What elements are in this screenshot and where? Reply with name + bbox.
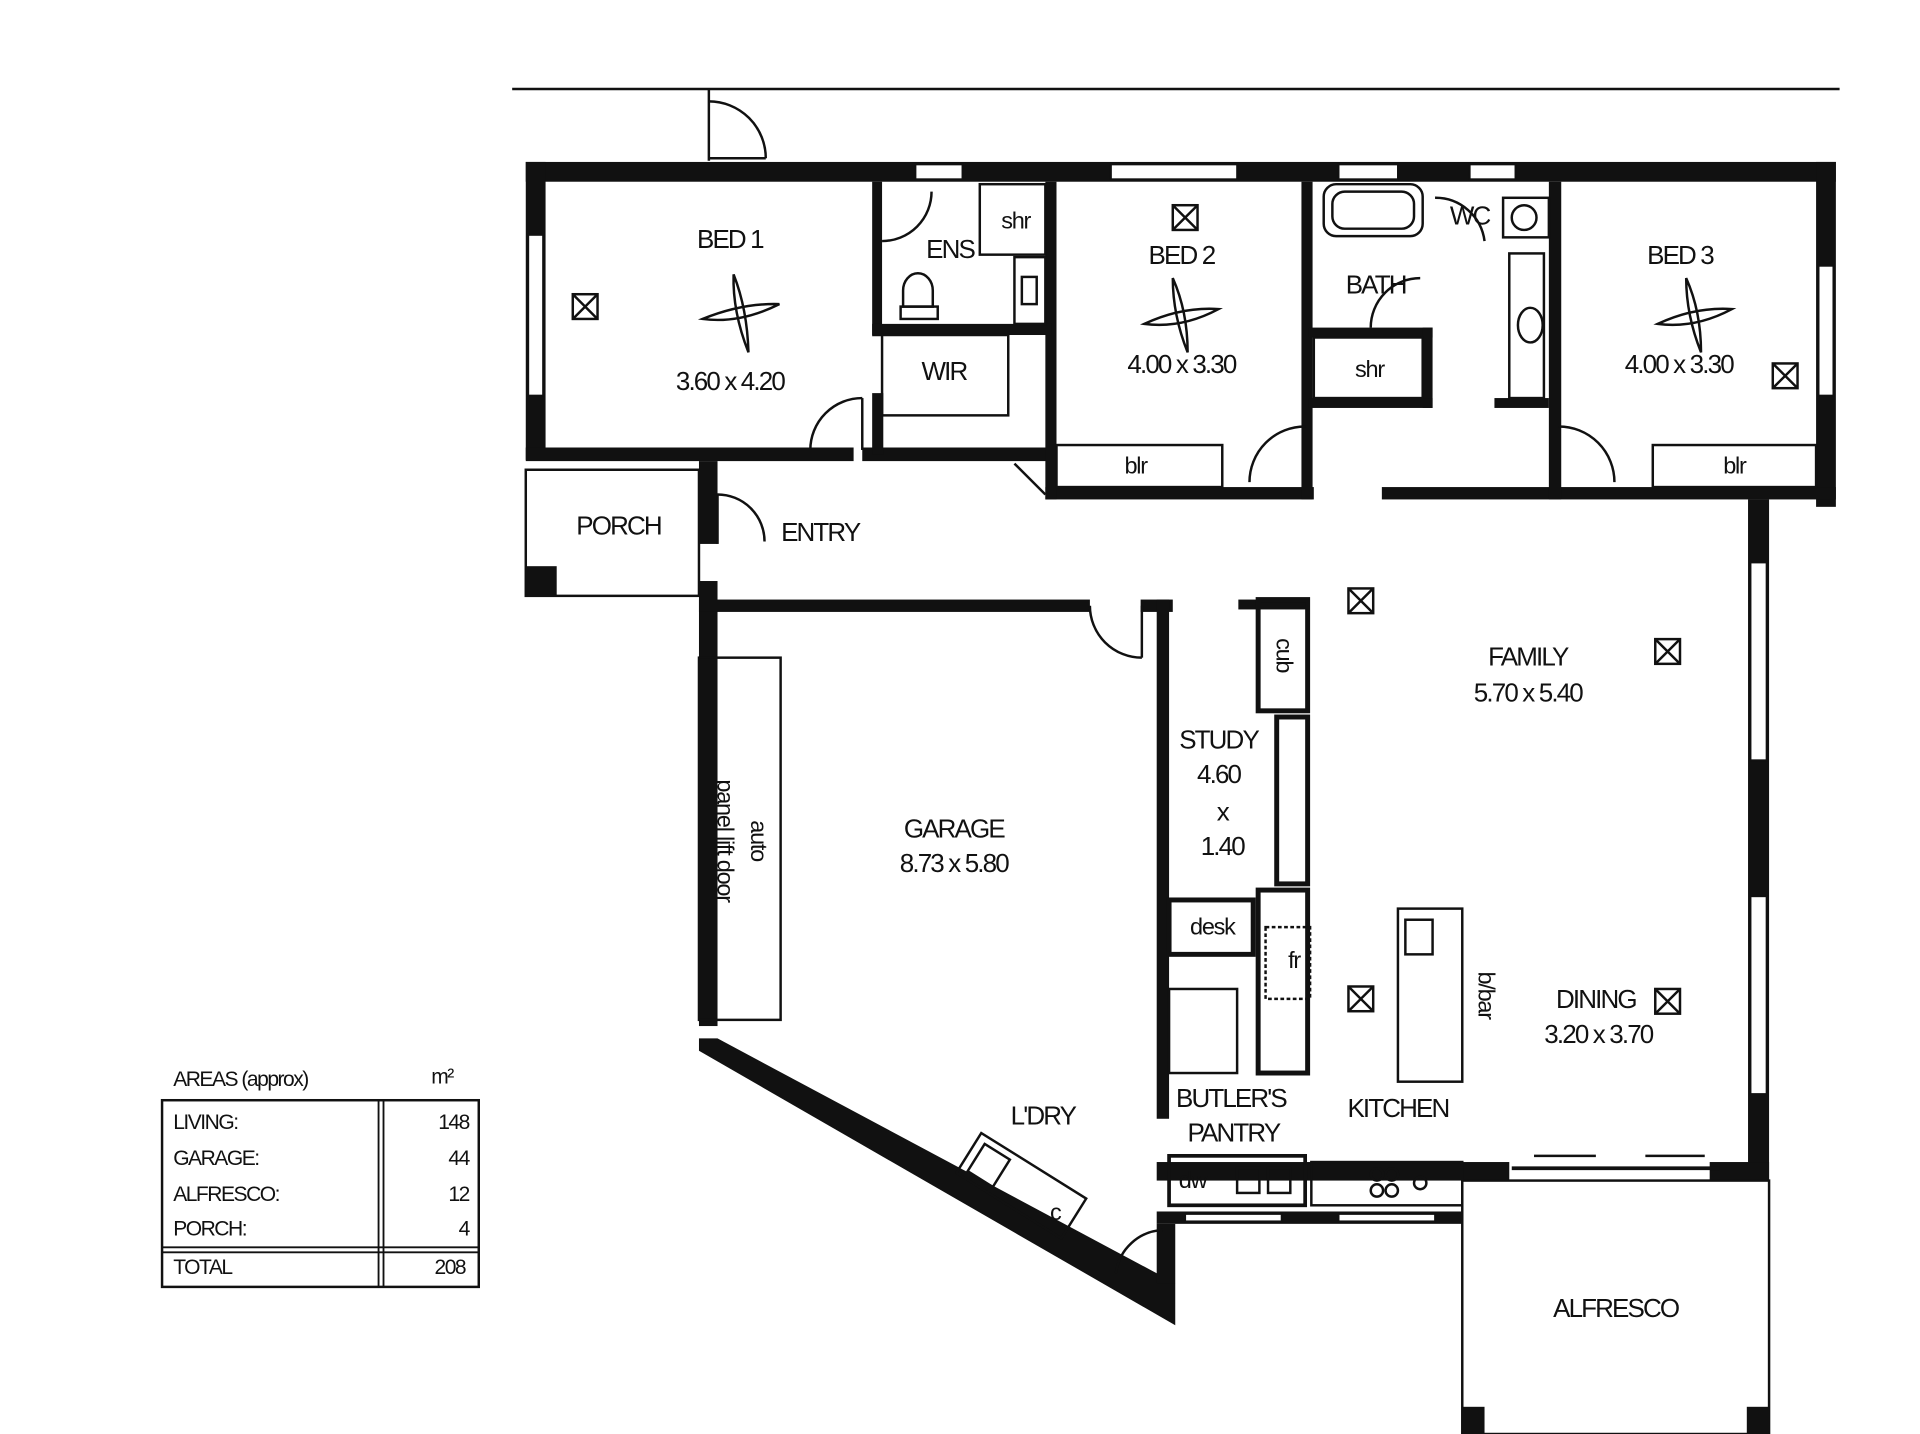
exhaust-fan-icon [571,203,1799,1015]
room-label-entry: ENTRY [781,517,861,547]
room-label-bath-shr: shr [1355,356,1385,382]
area-label-total: TOTAL [173,1256,232,1279]
gate [707,89,768,161]
room-label-kitchen: KITCHEN [1347,1093,1448,1123]
area-label-alfresco: ALFRESCO: [173,1183,279,1206]
garage-door-label-2: panel lift door [713,779,739,903]
areas-title: AREAS (approx) [173,1068,308,1091]
fridge-label: fr [1288,947,1301,973]
garage-door-label-1: auto [746,820,772,862]
room-size-garage: 8.73 x 5.80 [900,848,1009,878]
robe-label-bed2: blr [1124,452,1148,478]
room-label-study: STUDY [1179,725,1259,755]
windows [527,163,1835,1223]
area-label-porch: PORCH: [173,1218,246,1241]
room-label-bed3: BED 3 [1647,240,1714,270]
room-label-alfresco: ALFRESCO [1553,1293,1679,1323]
room-label-wir: WIR [921,356,967,386]
room-label-wc: WC [1450,200,1491,230]
fixtures [697,182,1818,1241]
room-label-ens: ENS [926,234,975,264]
area-value-porch: 4 [459,1218,471,1241]
room-label-porch: PORCH [576,511,661,541]
room-size-study-b: 1.40 [1201,831,1246,861]
areas-table: AREAS (approx) m² LIVING: 148 GARAGE: 44… [160,1066,480,1289]
area-value-total: 208 [435,1256,466,1279]
area-label-garage: GARAGE: [173,1147,258,1170]
desk-label: desk [1190,914,1236,940]
room-size-family: 5.70 x 5.40 [1474,678,1583,708]
room-label-ens-shr: shr [1001,208,1031,234]
room-label-dining: DINING [1556,984,1636,1014]
room-label-bed1: BED 1 [697,224,764,254]
doors [716,191,1616,1274]
room-size-study-a: 4.60 [1197,759,1242,789]
breakfast-bar-label: b/bar [1473,971,1499,1020]
room-label-pantry: PANTRY [1188,1118,1281,1148]
dishwasher-label: dw [1179,1167,1209,1193]
area-value-garage: 44 [448,1147,470,1170]
room-size-bed1: 3.60 x 4.20 [676,366,785,396]
room-label-bath: BATH [1346,270,1406,300]
room-size-study-x: x [1217,796,1230,826]
room-label-bed2: BED 2 [1149,240,1216,270]
cupboard-label: cub [1272,638,1298,673]
area-value-alfresco: 12 [448,1183,469,1206]
room-label-laundry: L'DRY [1011,1100,1077,1130]
room-label-garage: GARAGE [904,814,1006,844]
room-size-dining: 3.20 x 3.70 [1544,1019,1653,1049]
area-value-living: 148 [438,1111,469,1134]
room-size-bed3: 4.00 x 3.30 [1625,349,1734,379]
ceiling-fan-icon [697,273,1737,353]
room-label-family: FAMILY [1488,642,1569,672]
areas-unit: m² [431,1066,454,1089]
robe-label-bed3: blr [1723,452,1747,478]
room-label-butlers: BUTLER'S [1176,1083,1287,1113]
room-size-bed2: 4.00 x 3.30 [1127,349,1236,379]
laundry-cupboard-label: c [1050,1199,1062,1225]
area-label-living: LIVING: [173,1111,237,1134]
